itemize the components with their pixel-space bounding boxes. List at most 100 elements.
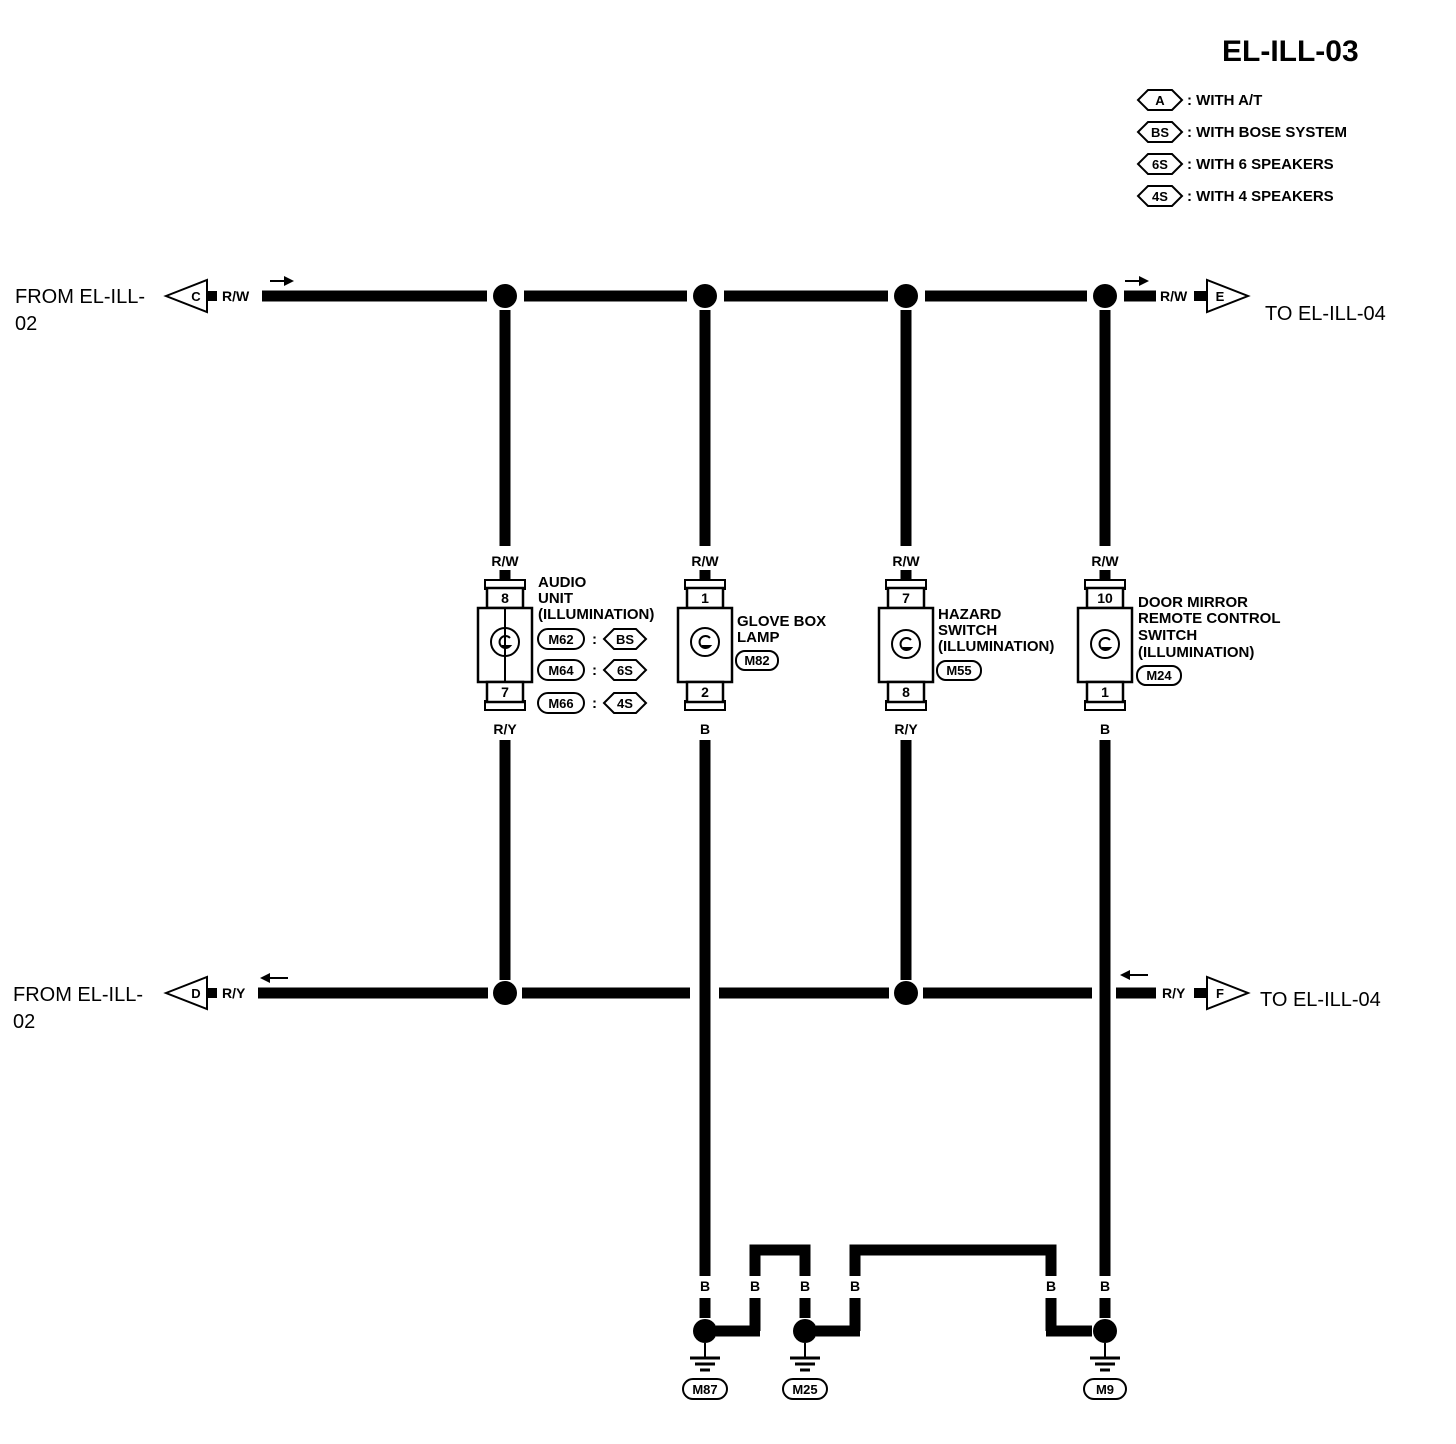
connector-e[interactable]: R/W E TO EL-ILL-04 (1125, 276, 1386, 325)
junction-dot (493, 981, 517, 1005)
component-name-line: SWITCH (1138, 627, 1197, 644)
pin-box (685, 680, 725, 704)
ground-id: M25 (792, 1382, 817, 1397)
connector-arrow-right-icon (1206, 975, 1251, 1011)
legend: A : WITH A/T BS : WITH BOSE SYSTEM 6S : … (1136, 89, 1347, 207)
wire-color-label: B (850, 1278, 860, 1294)
ground-junction-dot (693, 1319, 717, 1343)
wire-color-label: B (1046, 1278, 1056, 1294)
wire-color-label: B (700, 1278, 710, 1294)
variant-row: M64 : 6S (537, 659, 648, 681)
wire-color-label: R/Y (222, 985, 246, 1001)
connector-arrow-right-icon (1206, 278, 1251, 314)
option-code-badge (1136, 185, 1184, 207)
pin-box (1085, 680, 1125, 704)
ground-id-badge (782, 1378, 828, 1400)
audio-unit[interactable]: R/W 8 7 R/Y AUDIO UNIT (ILLUMINATION) M6… (476, 553, 654, 737)
pin-number: 2 (701, 684, 709, 700)
junction-dot (693, 284, 717, 308)
option-code: 6S (617, 663, 633, 678)
legend-text: : WITH BOSE SYSTEM (1187, 124, 1347, 141)
wire-color-label: B (750, 1278, 760, 1294)
option-code: BS (616, 632, 634, 647)
component-name-line: HAZARD (938, 606, 1001, 623)
component-name-line: AUDIO (538, 574, 587, 591)
connector-letter: C (191, 289, 201, 304)
to-label: TO EL-ILL-04 (1265, 303, 1386, 325)
legend-code: A (1155, 93, 1165, 108)
pin-number: 1 (1101, 684, 1109, 700)
wire-color-label: B (1100, 1278, 1110, 1294)
wire-color-label: R/W (222, 288, 250, 304)
component-name-line: SWITCH (938, 622, 997, 639)
junction-dot (493, 284, 517, 308)
lamp-icon (490, 627, 520, 657)
pin-number: 8 (501, 590, 509, 606)
variant-row: M66 : 4S (537, 692, 648, 714)
option-code-badge (1136, 89, 1184, 111)
connector-id: M66 (548, 696, 573, 711)
door-mirror-switch[interactable]: R/W 10 1 B DOOR MIRROR REMOTE CONTROL SW… (1076, 553, 1281, 737)
legend-text: : WITH 4 SPEAKERS (1187, 188, 1334, 205)
component-name-line: (ILLUMINATION) (538, 606, 654, 623)
junction-dot (1093, 284, 1117, 308)
junction-dot (894, 981, 918, 1005)
ground-id-badge (1083, 1378, 1127, 1400)
pin-number: 1 (701, 590, 709, 606)
legend-item-bs: BS : WITH BOSE SYSTEM (1136, 121, 1347, 143)
separator: : (592, 662, 597, 679)
wire-color-label: R/W (892, 553, 920, 569)
component-name-line: (ILLUMINATION) (938, 638, 1054, 655)
ground-junction-dot (1093, 1319, 1117, 1343)
option-code-badge (1136, 153, 1184, 175)
ground-junction-dot (793, 1319, 817, 1343)
connector-d[interactable]: FROM EL-ILL- 02 D R/Y (13, 973, 288, 1033)
connector-id-badge (537, 628, 585, 650)
component-body (877, 606, 935, 684)
connector-letter: E (1216, 289, 1225, 304)
ground-link-wire (749, 1244, 811, 1276)
wire-color-label: R/W (491, 553, 519, 569)
component-name-line: DOOR MIRROR (1138, 594, 1248, 611)
option-code: 4S (617, 696, 633, 711)
from-label-line1: FROM EL-ILL- (15, 286, 145, 308)
connector-id-badge (936, 660, 982, 681)
connector-c[interactable]: FROM EL-ILL- 02 C R/W (15, 276, 294, 335)
pin-box (886, 680, 926, 704)
separator: : (592, 695, 597, 712)
ground-id-badge (682, 1378, 728, 1400)
component-name-line: (ILLUMINATION) (1138, 644, 1254, 661)
pin-number: 10 (1097, 590, 1113, 606)
lamp-icon (891, 629, 921, 659)
pin-number: 8 (902, 684, 910, 700)
connector-id: M62 (548, 632, 573, 647)
option-code-badge (602, 659, 648, 681)
wire-color-label: R/W (1091, 553, 1119, 569)
ground-link-wire (849, 1244, 1057, 1276)
ground-id: M87 (692, 1382, 717, 1397)
glove-box-lamp[interactable]: R/W 1 2 B GLOVE BOX LAMP M82 (676, 553, 826, 737)
lamp-icon (690, 627, 720, 657)
from-label-line2: 02 (13, 1011, 35, 1033)
wire-color-label: R/W (1160, 288, 1188, 304)
connector-id: M55 (946, 663, 971, 678)
separator: : (592, 631, 597, 648)
connector-f[interactable]: R/Y F TO EL-ILL-04 (1120, 970, 1381, 1011)
hazard-switch[interactable]: R/W 7 8 R/Y HAZARD SWITCH (ILLUMINATION)… (877, 553, 1054, 737)
wire-color-label: R/Y (493, 721, 517, 737)
component-name-line: UNIT (538, 590, 573, 607)
legend-item-4s: 4S : WITH 4 SPEAKERS (1136, 185, 1334, 207)
pin-number: 7 (501, 684, 509, 700)
from-label-line1: FROM EL-ILL- (13, 984, 143, 1006)
legend-text: : WITH 6 SPEAKERS (1187, 156, 1334, 173)
pin-number: 7 (902, 590, 910, 606)
wire-color-label: B (800, 1278, 810, 1294)
wire-color-label: R/Y (1162, 985, 1186, 1001)
diagram-title: EL-ILL-03 (1222, 35, 1359, 68)
connector-letter: F (1216, 986, 1224, 1001)
component-body (1076, 606, 1134, 684)
option-code-badge (602, 628, 648, 650)
legend-item-a: A : WITH A/T (1136, 89, 1262, 111)
junction-dot (894, 284, 918, 308)
